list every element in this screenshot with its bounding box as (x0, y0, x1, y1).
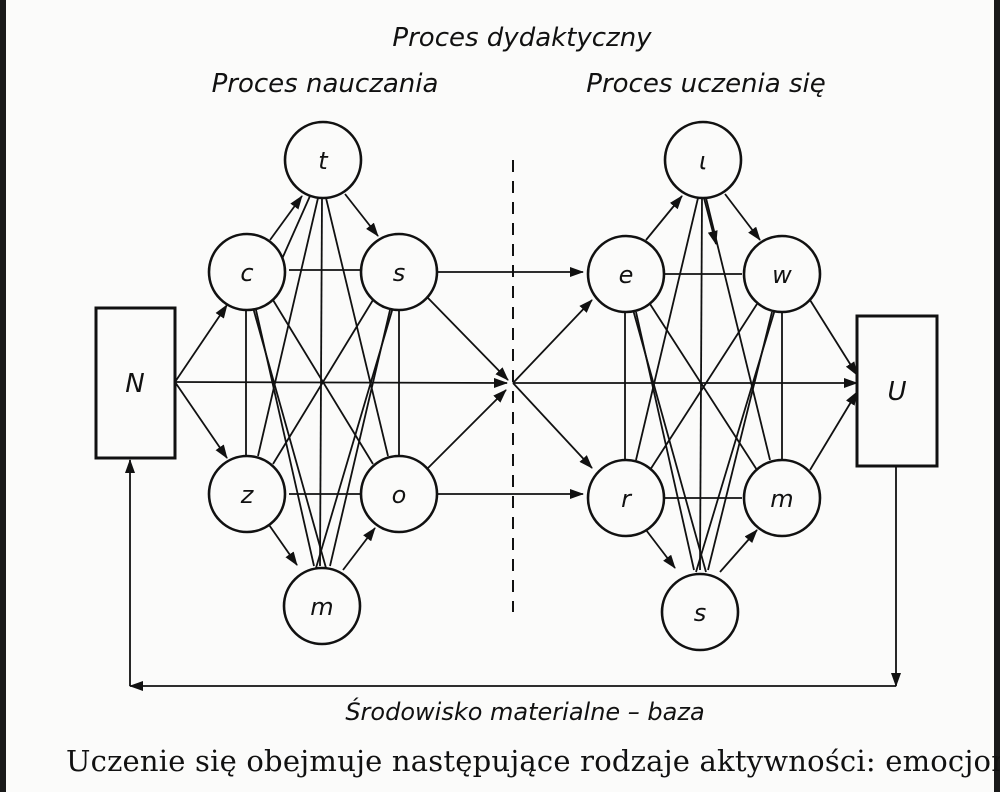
right-node-r: r (586, 458, 666, 538)
svg-text:z: z (240, 481, 255, 509)
svg-text:m: m (770, 485, 793, 513)
left-node-z: z (207, 454, 287, 534)
right-node-s: s (660, 572, 740, 652)
svg-text:s: s (694, 599, 707, 627)
scan-border-left (0, 0, 6, 792)
svg-text:c: c (240, 259, 253, 287)
left-heading: Proces nauczania (212, 69, 439, 99)
svg-text:m: m (310, 593, 333, 621)
right-node-e: e (586, 234, 666, 314)
svg-text:w: w (772, 261, 792, 289)
scan-border-right (994, 0, 1000, 792)
feedback-label: Środowisko materialne – baza (345, 696, 704, 726)
teacher-box: N (94, 306, 177, 460)
left-node-m: m (282, 566, 362, 646)
right-node-m: m (742, 458, 822, 538)
right-heading: Proces uczenia się (586, 69, 825, 99)
left-cluster-edges (174, 193, 584, 571)
svg-text:o: o (392, 481, 407, 509)
left-node-o: o (359, 454, 439, 534)
svg-text:r: r (621, 485, 633, 513)
right-node-w: w (742, 234, 822, 314)
teacher-box-label: N (125, 369, 144, 399)
svg-text:s: s (393, 259, 406, 287)
svg-text:t: t (318, 147, 329, 175)
left-node-s: s (359, 232, 439, 312)
right-node-i: ι (663, 120, 743, 200)
student-box: U (855, 314, 939, 468)
feedback-loop (125, 459, 901, 691)
right-cluster-edges (512, 193, 858, 573)
svg-text:e: e (619, 261, 634, 289)
left-node-t: t (283, 120, 363, 200)
diagram-title: Proces dydaktyczny (392, 23, 652, 53)
student-box-label: U (887, 377, 906, 407)
body-text-line: Uczenie się obejmuje następujące rodzaje… (66, 744, 1000, 778)
left-node-c: c (207, 232, 287, 312)
svg-text:ι: ι (699, 147, 707, 175)
